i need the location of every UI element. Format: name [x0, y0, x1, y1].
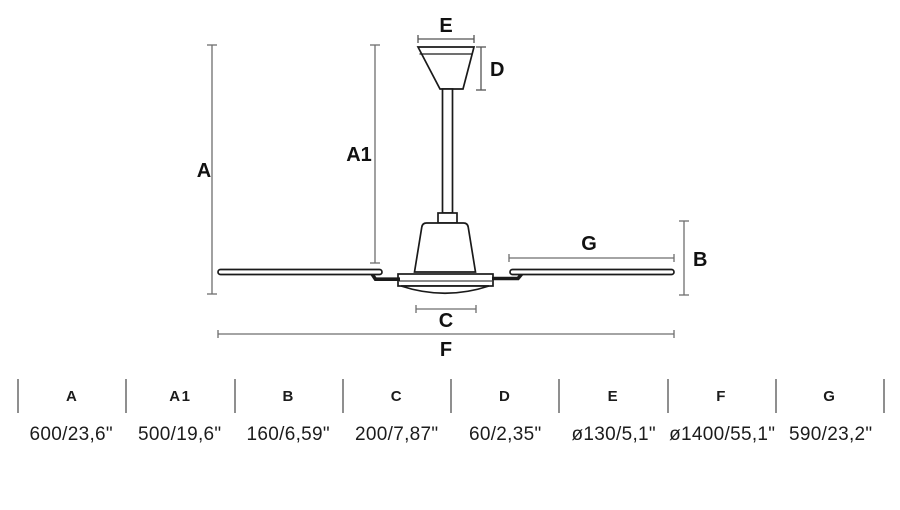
dim-col-f-header: F: [666, 379, 775, 413]
label-a: A: [197, 160, 211, 182]
dimension-table-value-row: 600/23,6" 500/19,6" 160/6,59" 200/7,87" …: [17, 424, 885, 446]
downrod-coupling: [437, 212, 458, 224]
dim-line-a: [207, 44, 217, 295]
dim-line-g: [508, 254, 675, 262]
switch-housing-plate: [397, 273, 494, 287]
dim-line-b: [679, 220, 689, 296]
dim-line-a1: [370, 44, 380, 264]
dim-col-a-header: A: [17, 379, 125, 413]
label-d: D: [490, 59, 504, 81]
dim-col-e-header: E: [558, 379, 666, 413]
dim-line-f: [217, 330, 675, 338]
blade-left: [217, 268, 383, 276]
dim-col-f-value: ø1400/55,1": [669, 424, 776, 445]
motor-housing: [413, 222, 477, 273]
dim-line-c: [415, 305, 477, 313]
dim-line-d: [476, 46, 486, 91]
dim-col-g-value: 590/23,2": [789, 424, 873, 445]
dim-col-a-value: 600/23,6": [29, 424, 113, 445]
dim-col-c-header: C: [341, 379, 450, 413]
dim-col-d-header: D: [450, 379, 558, 413]
dim-col-a1-value: 500/19,6": [138, 424, 222, 445]
dim-line-e: [417, 35, 475, 43]
canopy: [416, 46, 476, 90]
label-g: G: [581, 233, 597, 255]
downrod: [441, 88, 454, 214]
dim-col-a1-header: A1: [125, 379, 233, 413]
fan-dimension-diagram: A A1 E D G B C F: [197, 15, 708, 361]
label-a1: A1: [346, 144, 372, 166]
blade-right: [509, 268, 675, 276]
label-f: F: [440, 339, 452, 361]
dimension-table-header-row: A A1 B C D E F G: [17, 379, 885, 413]
dim-col-c-value: 200/7,87": [355, 424, 439, 445]
dim-col-b-header: B: [233, 379, 342, 413]
dimension-table: A A1 B C D E F G 600/23,6" 500/19,6" 160…: [17, 379, 885, 446]
dim-col-d-value: 60/2,35": [468, 424, 542, 445]
bottom-dome: [400, 285, 490, 295]
dim-col-e-value: ø130/5,1": [571, 424, 656, 445]
label-e: E: [439, 15, 452, 37]
label-c: C: [439, 310, 453, 332]
dim-col-g-header: G: [774, 379, 885, 413]
dim-col-b-value: 160/6,59": [246, 424, 330, 445]
label-b: B: [693, 249, 707, 271]
